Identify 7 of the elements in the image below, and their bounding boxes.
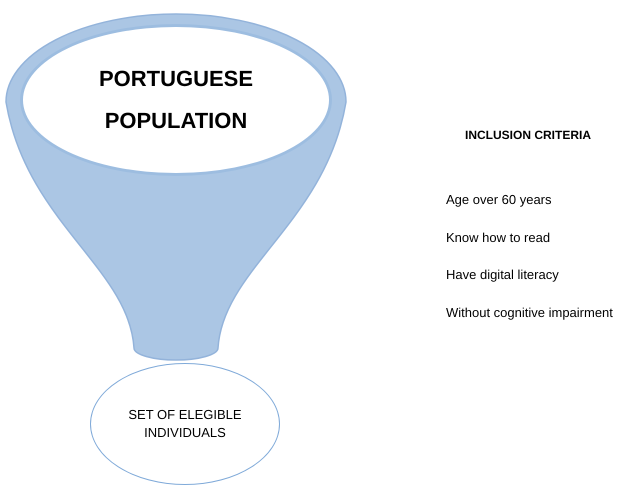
criteria-item: Age over 60 years xyxy=(446,192,552,207)
criteria-heading: INCLUSION CRITERIA xyxy=(465,128,591,142)
criteria-item: Without cognitive impairment xyxy=(446,305,613,320)
eligible-set-ellipse: SET OF ELEGIBLE INDIVIDUALS xyxy=(90,363,280,485)
criteria-item: Have digital literacy xyxy=(446,267,559,282)
funnel-shape xyxy=(4,12,348,362)
criteria-item: Know how to read xyxy=(446,230,550,245)
